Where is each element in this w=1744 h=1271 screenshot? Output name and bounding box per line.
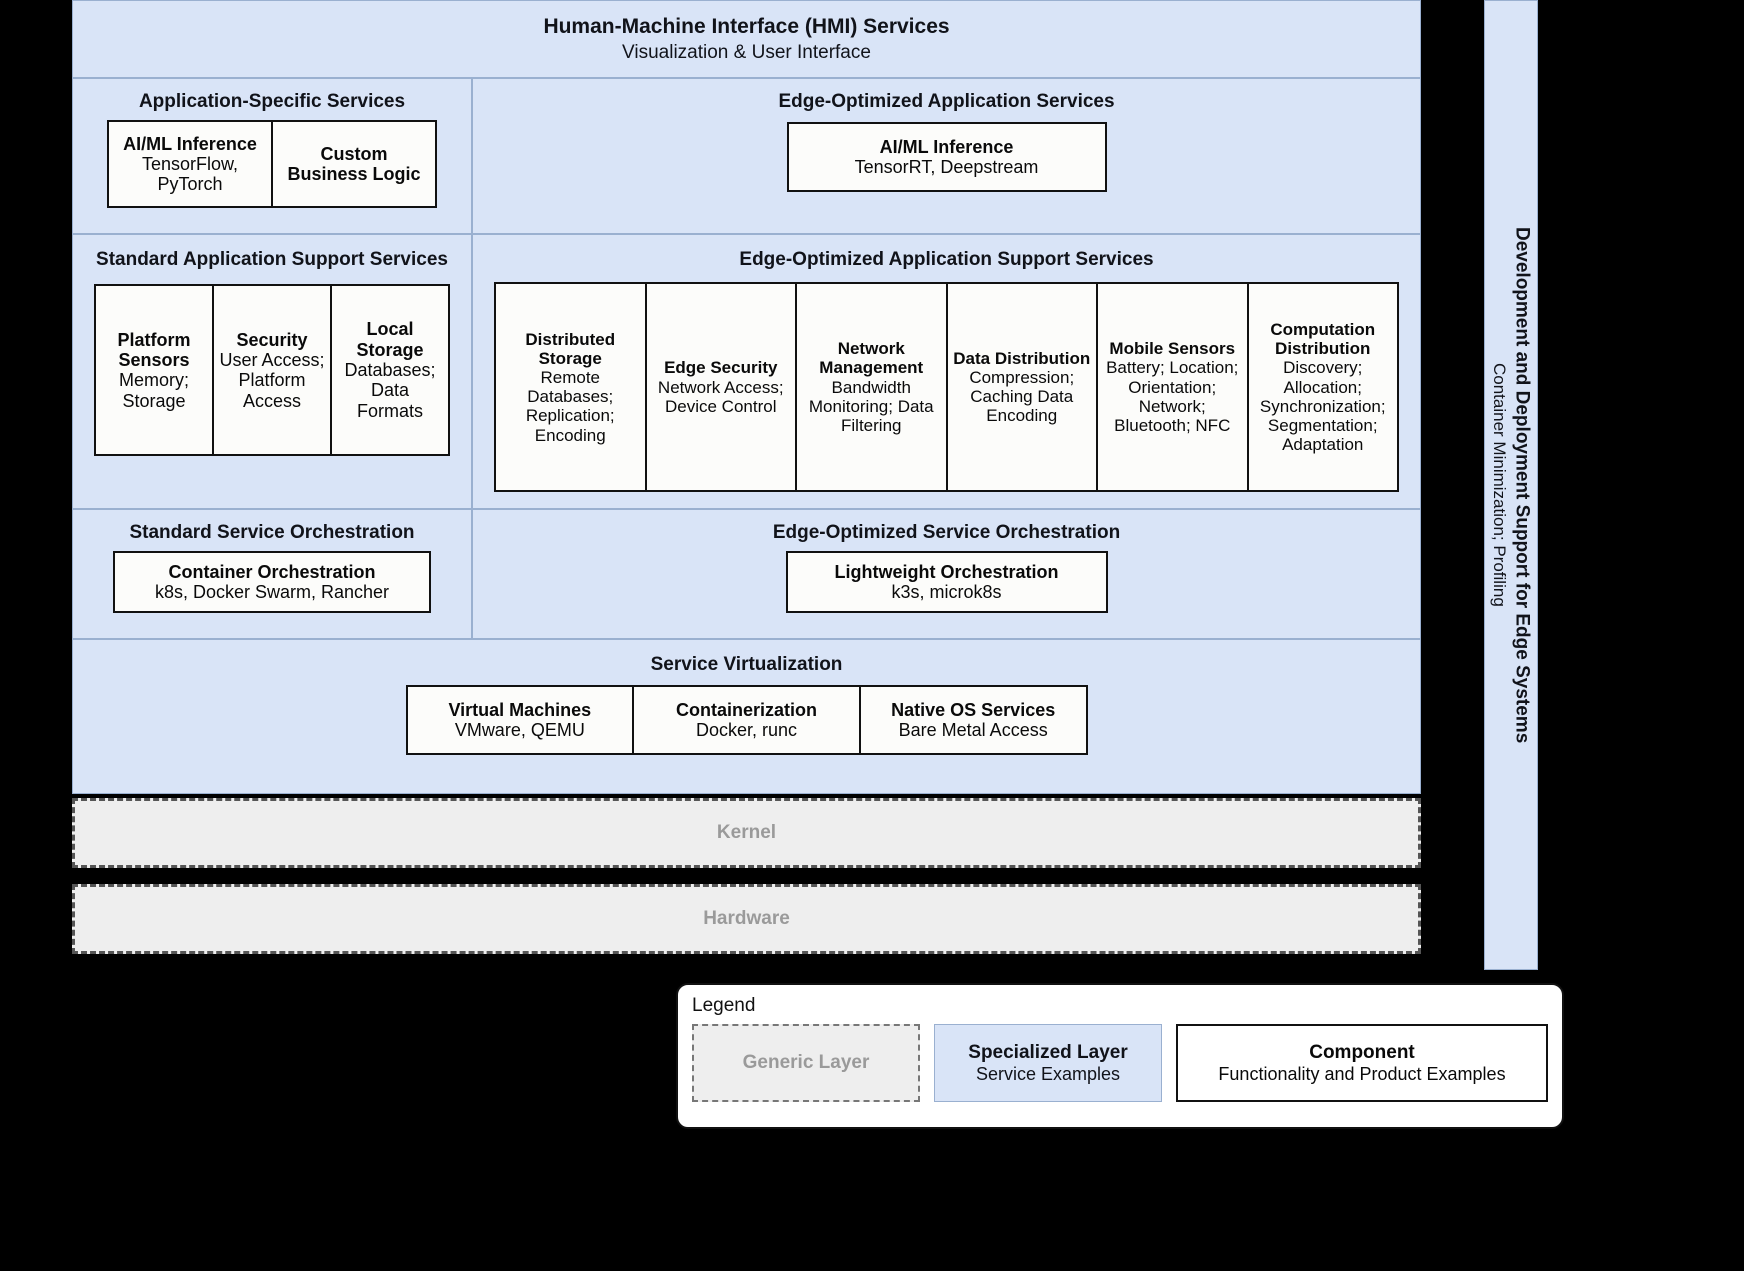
component-title: Lightweight Orchestration bbox=[834, 561, 1059, 582]
edge-support-components: Distributed Storage Remote Databases; Re… bbox=[494, 282, 1399, 493]
component-custom-business-logic: Custom Business Logic bbox=[271, 122, 435, 207]
component-desc: VMware, QEMU bbox=[454, 720, 585, 741]
standard-orchestration-title: Standard Service Orchestration bbox=[129, 522, 415, 543]
legend-panel: Legend Generic Layer Specialized Layer S… bbox=[676, 983, 1564, 1129]
component-desc: TensorFlow, PyTorch bbox=[141, 154, 239, 195]
edge-support-title: Edge-Optimized Application Support Servi… bbox=[739, 249, 1154, 270]
legend-specialized-desc: Service Examples bbox=[975, 1063, 1121, 1084]
component-computation-distribution: Computation Distribution Discovery; Allo… bbox=[1246, 284, 1398, 491]
component-title: Platform Sensors bbox=[117, 329, 191, 370]
component-title: AI/ML Inference bbox=[123, 133, 257, 154]
component-containerization: Containerization Docker, runc bbox=[632, 687, 859, 754]
component-virtual-machines: Virtual Machines VMware, QEMU bbox=[408, 687, 633, 753]
hmi-subtitle: Visualization & User Interface bbox=[622, 41, 871, 63]
row-service-orchestration: Standard Service Orchestration Container… bbox=[72, 509, 1421, 639]
layer-edge-optimized-service-orchestration: Edge-Optimized Service Orchestration Lig… bbox=[472, 509, 1421, 639]
component-title: Security bbox=[236, 329, 308, 350]
legend-specialized-label: Specialized Layer bbox=[968, 1041, 1128, 1063]
component-title: Local Storage bbox=[356, 319, 424, 360]
layer-service-virtualization: Service Virtualization Virtual Machines … bbox=[72, 639, 1421, 794]
component-desc: Databases; Data Formats bbox=[344, 360, 436, 421]
component-title: Distributed Storage bbox=[525, 329, 616, 368]
component-title: Virtual Machines bbox=[448, 699, 592, 720]
component-title: Computation Distribution bbox=[1270, 320, 1376, 359]
component-platform-sensors: Platform Sensors Memory; Storage bbox=[96, 286, 212, 454]
legend-item-component: Component Functionality and Product Exam… bbox=[1176, 1024, 1548, 1102]
component-desc: Remote Databases; Replication; Encoding bbox=[525, 368, 615, 445]
component-aiml-inference-edge: AI/ML Inference TensorRT, Deepstream bbox=[786, 122, 1107, 193]
component-network-management: Network Management Bandwidth Monitoring;… bbox=[795, 284, 946, 491]
layer-kernel: Kernel bbox=[72, 798, 1421, 868]
component-desc: TensorRT, Deepstream bbox=[854, 157, 1039, 178]
component-desc: Discovery; Allocation; Synchronization; … bbox=[1259, 358, 1386, 455]
component-title: Custom Business Logic bbox=[287, 143, 421, 185]
edge-architecture-stack: Human-Machine Interface (HMI) Services V… bbox=[72, 0, 1421, 970]
component-desc: User Access; Platform Access bbox=[219, 349, 325, 411]
standard-support-title: Standard Application Support Services bbox=[96, 249, 448, 270]
application-specific-components: AI/ML Inference TensorFlow, PyTorch Cust… bbox=[107, 120, 437, 209]
legend-component-label: Component bbox=[1309, 1041, 1415, 1063]
component-title: Native OS Services bbox=[891, 699, 1056, 720]
dev-support-text-wrap: Development and Deployment Support for E… bbox=[1489, 227, 1534, 743]
layer-standard-application-support-services: Standard Application Support Services Pl… bbox=[72, 234, 472, 509]
dev-support-title: Development and Deployment Support for E… bbox=[1511, 226, 1533, 744]
component-desc: Memory; Storage bbox=[118, 370, 189, 411]
layer-hmi-services: Human-Machine Interface (HMI) Services V… bbox=[72, 0, 1421, 78]
component-mobile-sensors: Mobile Sensors Battery; Location; Orient… bbox=[1096, 284, 1247, 491]
component-container-orchestration: Container Orchestration k8s, Docker Swar… bbox=[113, 551, 431, 614]
service-virtualization-title: Service Virtualization bbox=[650, 654, 843, 675]
row-application-services: Application-Specific Services AI/ML Infe… bbox=[72, 78, 1421, 234]
component-distributed-storage: Distributed Storage Remote Databases; Re… bbox=[496, 284, 645, 490]
component-data-distribution: Data Distribution Compression; Caching D… bbox=[945, 284, 1097, 491]
component-desc: Battery; Location; Orientation; Network;… bbox=[1106, 358, 1239, 436]
component-desc: k8s, Docker Swarm, Rancher bbox=[154, 582, 390, 603]
kernel-label: Kernel bbox=[716, 822, 777, 843]
legend-item-generic-layer: Generic Layer bbox=[692, 1024, 920, 1102]
legend-component-desc: Functionality and Product Examples bbox=[1218, 1063, 1506, 1084]
component-desc: Docker, runc bbox=[695, 720, 798, 741]
layer-hardware: Hardware bbox=[72, 884, 1421, 954]
row-application-support-services: Standard Application Support Services Pl… bbox=[72, 234, 1421, 509]
component-title: Mobile Sensors bbox=[1109, 339, 1236, 359]
component-desc: Bandwidth Monitoring; Data Filtering bbox=[808, 377, 934, 436]
edge-orchestration-title: Edge-Optimized Service Orchestration bbox=[772, 522, 1121, 543]
component-title: Edge Security bbox=[664, 358, 778, 378]
component-native-os-services: Native OS Services Bare Metal Access bbox=[858, 687, 1086, 754]
component-title: Network Management bbox=[819, 339, 924, 378]
standard-support-components: Platform Sensors Memory; Storage Securit… bbox=[94, 284, 450, 457]
component-title: Container Orchestration bbox=[168, 561, 376, 582]
component-desc: k3s, microk8s bbox=[891, 582, 1002, 603]
layer-application-specific-services: Application-Specific Services AI/ML Infe… bbox=[72, 78, 472, 234]
legend-generic-label: Generic Layer bbox=[742, 1052, 870, 1073]
component-lightweight-orchestration: Lightweight Orchestration k3s, microk8s bbox=[785, 551, 1108, 614]
layer-standard-service-orchestration: Standard Service Orchestration Container… bbox=[72, 509, 472, 639]
hardware-label: Hardware bbox=[703, 908, 790, 929]
virtualization-components: Virtual Machines VMware, QEMU Containeri… bbox=[405, 685, 1088, 756]
layer-development-deployment-support: Development and Deployment Support for E… bbox=[1484, 0, 1538, 970]
hmi-title: Human-Machine Interface (HMI) Services bbox=[543, 15, 950, 39]
dev-support-subtitle: Container Minimization; Profiling bbox=[1489, 363, 1509, 607]
legend-items: Generic Layer Specialized Layer Service … bbox=[692, 1024, 1548, 1102]
component-edge-security: Edge Security Network Access; Device Con… bbox=[644, 284, 796, 491]
component-security: Security User Access; Platform Access bbox=[212, 286, 330, 455]
component-local-storage: Local Storage Databases; Data Formats bbox=[330, 286, 448, 455]
application-specific-title: Application-Specific Services bbox=[138, 91, 406, 112]
component-desc: Compression; Caching Data Encoding bbox=[969, 368, 1075, 426]
component-aiml-inference-standard: AI/ML Inference TensorFlow, PyTorch bbox=[109, 122, 271, 206]
component-title: Containerization bbox=[676, 699, 818, 720]
legend-item-specialized-layer: Specialized Layer Service Examples bbox=[934, 1024, 1162, 1102]
layer-edge-optimized-application-support-services: Edge-Optimized Application Support Servi… bbox=[472, 234, 1421, 509]
component-title: AI/ML Inference bbox=[879, 136, 1014, 157]
legend-title: Legend bbox=[692, 995, 756, 1016]
layer-edge-optimized-application-services: Edge-Optimized Application Services AI/M… bbox=[472, 78, 1421, 234]
component-desc: Network Access; Device Control bbox=[657, 377, 784, 416]
component-desc: Bare Metal Access bbox=[898, 720, 1048, 741]
component-title: Data Distribution bbox=[953, 348, 1091, 368]
edge-application-title: Edge-Optimized Application Services bbox=[778, 91, 1115, 112]
